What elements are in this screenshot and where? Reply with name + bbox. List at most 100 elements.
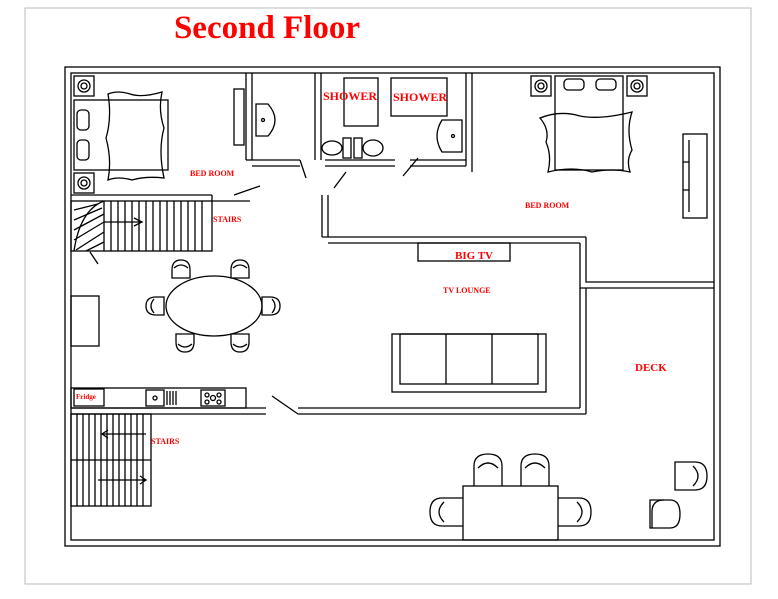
stair-hatch <box>73 203 105 252</box>
deck-divider-wall <box>579 288 587 414</box>
toilet-2-bowl <box>362 139 384 157</box>
blanket-left <box>105 91 165 182</box>
deck-chair-6 <box>649 499 681 529</box>
dining-chair-4-back <box>232 343 248 348</box>
wardrobe-left <box>233 88 245 146</box>
label-tv-lounge: TV LOUNGE <box>443 286 491 295</box>
dining-chair-5 <box>145 296 165 316</box>
lamp-icon-2 <box>77 176 91 190</box>
shower-1 <box>343 77 379 127</box>
label-bedroom-right: BED ROOM <box>525 201 570 210</box>
lamp-icon-2-inner <box>80 179 88 187</box>
drain-1 <box>260 117 266 123</box>
lounge-sofa-cushions <box>445 334 493 384</box>
lamp-icon-3-inner <box>537 82 545 90</box>
burner-1 <box>204 392 210 398</box>
sofa-bedroom-right-lines <box>683 140 690 212</box>
fridge <box>73 388 105 407</box>
lounge-bottom-wall <box>298 407 586 415</box>
blanket-right <box>538 111 633 173</box>
lounge-sofa-seat <box>399 333 539 385</box>
lamp-icon-inner <box>80 82 88 90</box>
bed-left <box>73 99 169 171</box>
stair-curve <box>73 200 105 252</box>
stair-arrow-lower-1 <box>98 475 148 485</box>
door-bath-1 <box>299 159 307 179</box>
page-title: Second Floor <box>173 10 361 46</box>
bathroom-right-wall <box>465 73 473 166</box>
dining-chair-3-back <box>177 343 193 348</box>
label-shower-2: SHOWER <box>393 90 447 104</box>
label-fridge: Fridge <box>76 393 96 401</box>
label-big-tv: BIG TV <box>455 250 493 262</box>
pillow-4 <box>595 78 617 91</box>
lamp-icon-4-inner <box>633 82 641 90</box>
outer-wall-outer <box>64 66 721 547</box>
kitchen-sink-drain <box>152 395 158 401</box>
label-shower-1: SHOWER <box>323 89 377 103</box>
deck-table <box>462 485 559 541</box>
bathroom-divider-wall <box>314 73 322 160</box>
burner-4 <box>216 399 222 405</box>
lounge-top-wall <box>322 236 586 244</box>
lamp-icon-4 <box>630 79 644 93</box>
door-lounge <box>271 395 299 415</box>
stairs-upper <box>70 200 213 252</box>
sideboard <box>70 295 100 347</box>
bedroom-right-bottom-wall <box>579 237 714 289</box>
label-stairs-lower: STAIRS <box>151 437 180 446</box>
sofa-bedroom-right <box>682 133 708 219</box>
deck-chair-3-back <box>438 501 445 523</box>
label-bedroom-left: BED ROOM <box>190 169 235 178</box>
dining-chair-2-back <box>232 264 248 269</box>
label-stairs-upper: STAIRS <box>213 215 242 224</box>
stair-arrow-lower-2 <box>100 429 146 439</box>
sink-2 <box>436 119 463 153</box>
page-border <box>24 7 752 585</box>
door-stairs <box>89 251 99 265</box>
toilet-2-tank <box>353 137 363 159</box>
burner-2 <box>216 392 222 398</box>
pillow-1 <box>76 109 90 131</box>
toilet-1-bowl <box>321 140 343 156</box>
drainboard <box>166 391 177 405</box>
bedroom-left-wall-seg <box>211 195 250 202</box>
deck-chair-5 <box>674 461 708 491</box>
deck-chair-2-back <box>524 462 546 469</box>
drain-2 <box>450 133 456 139</box>
big-tv <box>417 242 511 262</box>
label-deck: DECK <box>635 362 667 374</box>
toilet-1-tank <box>342 137 352 159</box>
dining-chair-3 <box>175 333 195 353</box>
kitchen-sink <box>145 389 165 407</box>
dining-chair-6 <box>261 296 281 316</box>
dining-chair-1-back <box>173 264 189 269</box>
bed-right <box>554 75 624 171</box>
nightstand-top-left <box>73 75 95 97</box>
kitchen-bottom-wall <box>71 407 266 415</box>
dining-table <box>165 275 263 337</box>
lounge-sofa <box>391 333 547 393</box>
sink-1 <box>255 103 276 137</box>
dining-chair-6-back <box>271 298 276 314</box>
bedroom-left-right-wall <box>245 73 253 160</box>
pillow-3 <box>563 78 585 91</box>
dining-chair-4 <box>230 333 250 353</box>
nightstand-bottom-left <box>73 172 95 194</box>
pillow-2 <box>76 139 90 161</box>
deck-chair-5-back <box>692 465 699 487</box>
lamp-icon-3 <box>534 79 548 93</box>
deck-chair-1 <box>473 453 503 486</box>
deck-chair-6-back <box>651 499 665 528</box>
nightstand-top-right-2 <box>626 75 648 97</box>
dining-chair-5-back <box>150 298 155 314</box>
corridor-wall <box>321 195 329 237</box>
lamp-icon <box>77 79 91 93</box>
stair-arrow-head-upper <box>133 217 144 227</box>
deck-chair-1-back <box>477 462 499 469</box>
door-bath-2 <box>333 171 347 189</box>
burner-5 <box>209 394 217 402</box>
deck-chair-2 <box>520 453 550 486</box>
